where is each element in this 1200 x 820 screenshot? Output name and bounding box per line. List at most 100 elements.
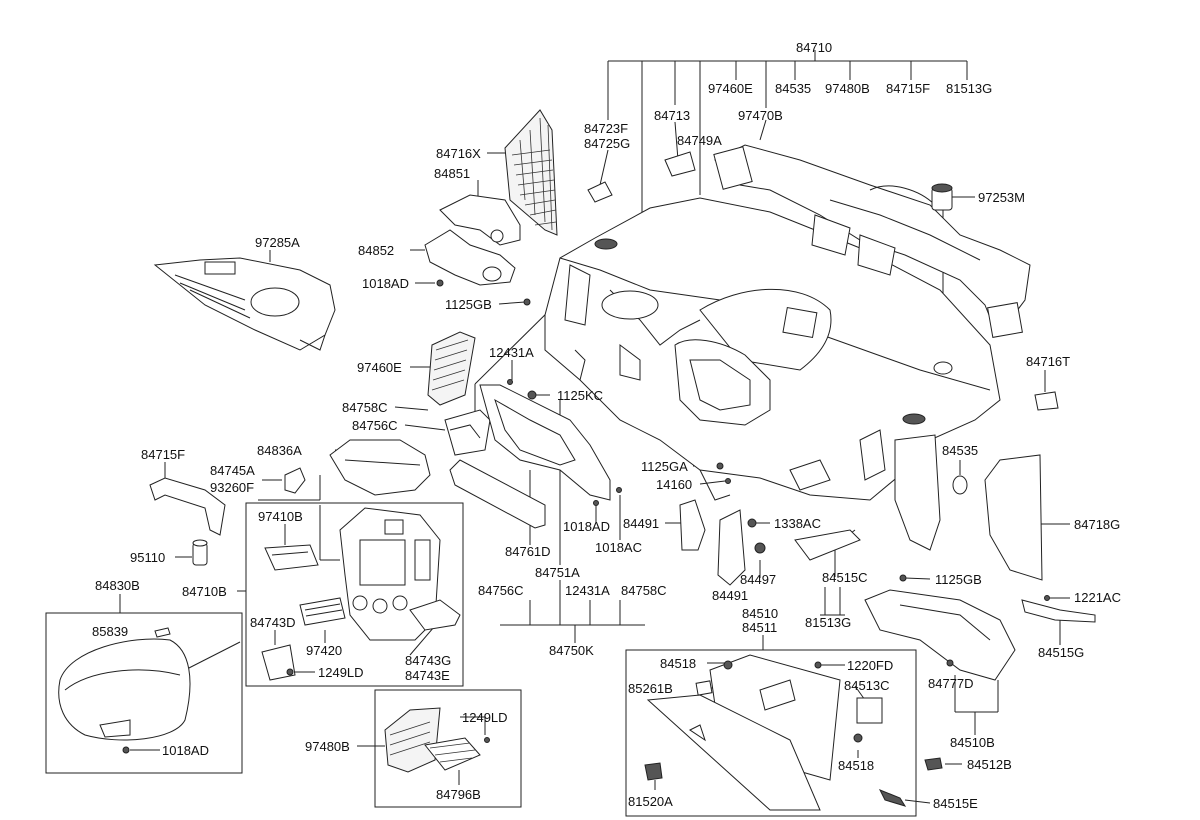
label-97460E-top: 97460E <box>708 81 753 96</box>
label-84518-a: 84518 <box>660 656 696 671</box>
label-84745A: 84745A <box>210 463 255 478</box>
label-12431A-a: 12431A <box>489 345 534 360</box>
label-84750K: 84750K <box>549 643 594 658</box>
label-1125KC: 1125KC <box>557 388 603 403</box>
label-84510: 84510 <box>742 606 778 621</box>
label-97480B-top: 97480B <box>825 81 870 96</box>
lower-reinforcement <box>864 589 1016 681</box>
side-vent <box>384 707 441 773</box>
label-1221AC: 1221AC <box>1074 590 1121 605</box>
label-85261B: 85261B <box>628 681 673 696</box>
label-1125GB-a: 1125GB <box>445 297 492 312</box>
center-fascia-frame <box>479 384 611 501</box>
label-84777D: 84777D <box>928 676 974 691</box>
label-84751A: 84751A <box>535 565 580 580</box>
cluster-hood <box>58 638 191 741</box>
label-97253M: 97253M <box>978 190 1025 205</box>
label-84513C: 84513C <box>844 678 890 693</box>
label-84510B: 84510B <box>950 735 995 750</box>
small-tray <box>444 409 491 456</box>
label-84758C-a: 84758C <box>342 400 388 415</box>
lower-cover <box>449 459 546 529</box>
label-97480B-bot: 97480B <box>305 739 350 754</box>
label-1249LD-a: 1249LD <box>318 665 364 680</box>
label-84710: 84710 <box>796 40 832 55</box>
label-97285A: 97285A <box>255 235 300 250</box>
round-cap <box>952 475 968 495</box>
left-bracket <box>149 477 226 536</box>
label-1220FD: 1220FD <box>847 658 893 673</box>
small-clip <box>154 627 171 638</box>
upper-bracket-small <box>587 181 613 203</box>
defroster-duct <box>713 144 1031 338</box>
label-81513G-mid: 81513G <box>805 615 851 630</box>
label-84725G: 84725G <box>584 136 630 151</box>
glove-box-pad-left <box>695 680 713 696</box>
fasteners <box>122 279 1050 807</box>
label-84716T: 84716T <box>1026 354 1070 369</box>
vent-bracket <box>424 737 481 771</box>
label-84718G: 84718G <box>1074 517 1120 532</box>
label-84535-mid: 84535 <box>942 443 978 458</box>
column-shroud-upper <box>439 194 521 246</box>
label-84756C-b: 84756C <box>478 583 524 598</box>
lower-panel <box>153 257 336 351</box>
cigar-lighter <box>192 539 208 566</box>
label-97420: 97420 <box>306 643 342 658</box>
inset-box-cluster-hood <box>45 612 243 774</box>
end-clip <box>1034 391 1059 411</box>
label-1338AC: 1338AC <box>774 516 821 531</box>
label-84710B: 84710B <box>182 584 227 599</box>
label-84758C-b: 84758C <box>621 583 667 598</box>
console-tray <box>409 599 461 631</box>
inset-box-glove-box <box>625 649 917 817</box>
support-bracket-a <box>679 499 706 551</box>
label-84518-b: 84518 <box>838 758 874 773</box>
side-cover-panel <box>504 109 558 236</box>
label-1018AD-b: 1018AD <box>563 519 610 534</box>
label-84497: 84497 <box>740 572 776 587</box>
label-1018AC: 1018AC <box>595 540 642 555</box>
cluster-lens <box>329 439 431 496</box>
label-84491-b: 84491 <box>712 588 748 603</box>
cap-cover <box>284 467 306 494</box>
inset-box-center-fascia <box>245 502 464 687</box>
label-84723F: 84723F <box>584 121 628 136</box>
label-97460E-mid: 97460E <box>357 360 402 375</box>
label-1018AD-a: 1018AD <box>362 276 409 291</box>
label-85839: 85839 <box>92 624 128 639</box>
side-end-panel <box>984 454 1043 581</box>
label-84515G: 84515G <box>1038 645 1084 660</box>
label-84749A: 84749A <box>677 133 722 148</box>
glove-box-pad-right <box>856 697 883 724</box>
label-84715F-left: 84715F <box>141 447 185 462</box>
label-84836A: 84836A <box>257 443 302 458</box>
label-1249LD-b: 1249LD <box>462 710 508 725</box>
label-95110: 95110 <box>130 550 165 565</box>
glove-box <box>646 654 841 811</box>
label-84830B: 84830B <box>95 578 140 593</box>
label-84515C: 84515C <box>822 570 868 585</box>
label-84743G: 84743G <box>405 653 451 668</box>
upper-clip <box>664 151 696 177</box>
center-vent-left <box>427 331 476 406</box>
label-84715F-top: 84715F <box>886 81 930 96</box>
label-84851: 84851 <box>434 166 470 181</box>
label-84796B: 84796B <box>436 787 481 802</box>
label-14160: 14160 <box>656 477 692 492</box>
label-84761D: 84761D <box>505 544 551 559</box>
label-84535-top: 84535 <box>775 81 811 96</box>
label-93260F: 93260F <box>210 480 254 495</box>
label-97410B: 97410B <box>258 509 303 524</box>
mount-bracket <box>794 529 861 561</box>
label-97470B: 97470B <box>738 108 783 123</box>
right-bracket <box>1021 599 1096 623</box>
label-84756C-a: 84756C <box>352 418 398 433</box>
label-1018AD-c: 1018AD <box>162 743 209 758</box>
inset-box-side-vent <box>374 689 522 808</box>
label-81520A: 81520A <box>628 794 673 809</box>
label-84743E: 84743E <box>405 668 450 683</box>
label-84512B: 84512B <box>967 757 1012 772</box>
label-1125GB-b: 1125GB <box>935 572 982 587</box>
